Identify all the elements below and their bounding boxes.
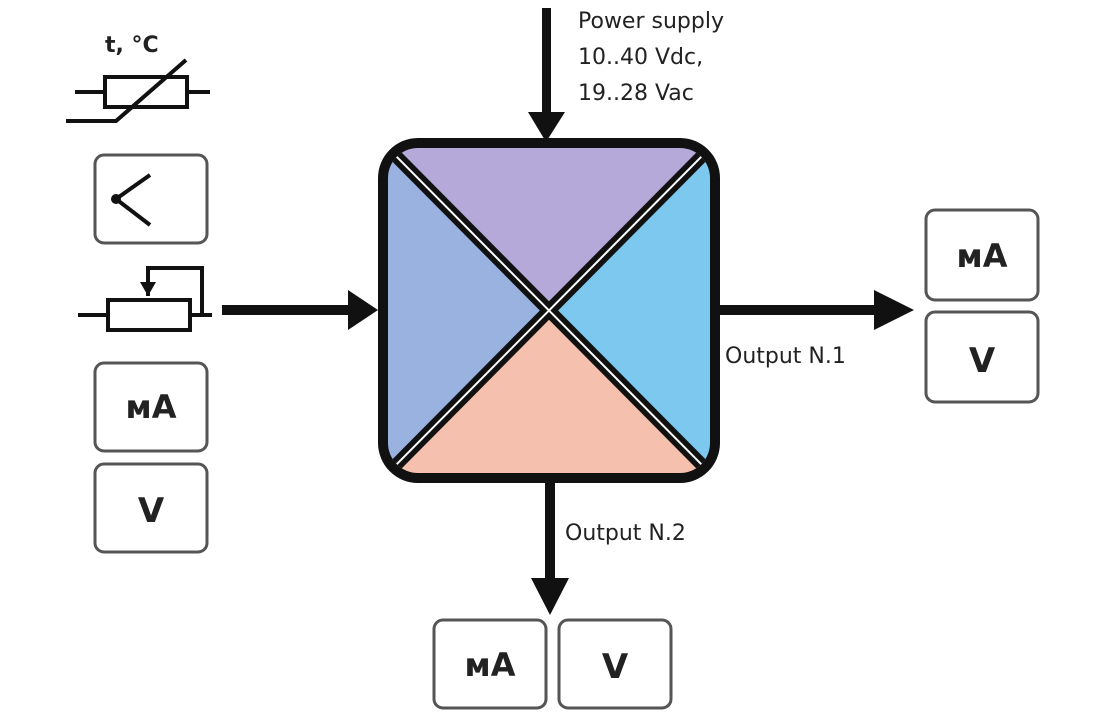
thermocouple-icon xyxy=(93,153,209,245)
power-voltage-dc: 10..40 Vdc, xyxy=(578,45,703,70)
input-v-label: V xyxy=(138,491,165,531)
power-supply-label: Power supply xyxy=(578,9,724,34)
output1-label: Output N.1 xyxy=(725,344,846,369)
converter-bottom-quadrant xyxy=(388,310,710,473)
output2-arrow xyxy=(531,480,569,615)
output2-ma-box: мA xyxy=(432,618,548,710)
converter-block xyxy=(378,138,720,483)
input-arrow xyxy=(222,290,378,330)
output1-v-box: V xyxy=(924,310,1040,404)
output1-arrow xyxy=(718,290,914,330)
output2-v-label: V xyxy=(602,647,629,687)
converter-left-quadrant xyxy=(388,148,549,473)
input-v-box: V xyxy=(93,462,209,554)
power-voltage-ac: 19..28 Vac xyxy=(578,81,694,106)
output2-ma-label: мA xyxy=(465,646,516,684)
output1-ma-label: мA xyxy=(957,237,1008,275)
converter-top-quadrant xyxy=(388,148,710,310)
potentiometer-icon xyxy=(78,266,212,332)
thermistor-icon xyxy=(66,58,210,123)
input-ma-label: мA xyxy=(126,388,177,426)
output1-v-label: V xyxy=(969,341,996,381)
thermistor-label: t, °C xyxy=(105,33,159,58)
output1-ma-box: мA xyxy=(924,208,1040,302)
output2-label: Output N.2 xyxy=(565,521,686,546)
output2-v-box: V xyxy=(557,618,673,710)
power-arrow xyxy=(528,8,565,142)
converter-right-quadrant xyxy=(549,148,710,473)
input-ma-box: мA xyxy=(93,361,209,453)
